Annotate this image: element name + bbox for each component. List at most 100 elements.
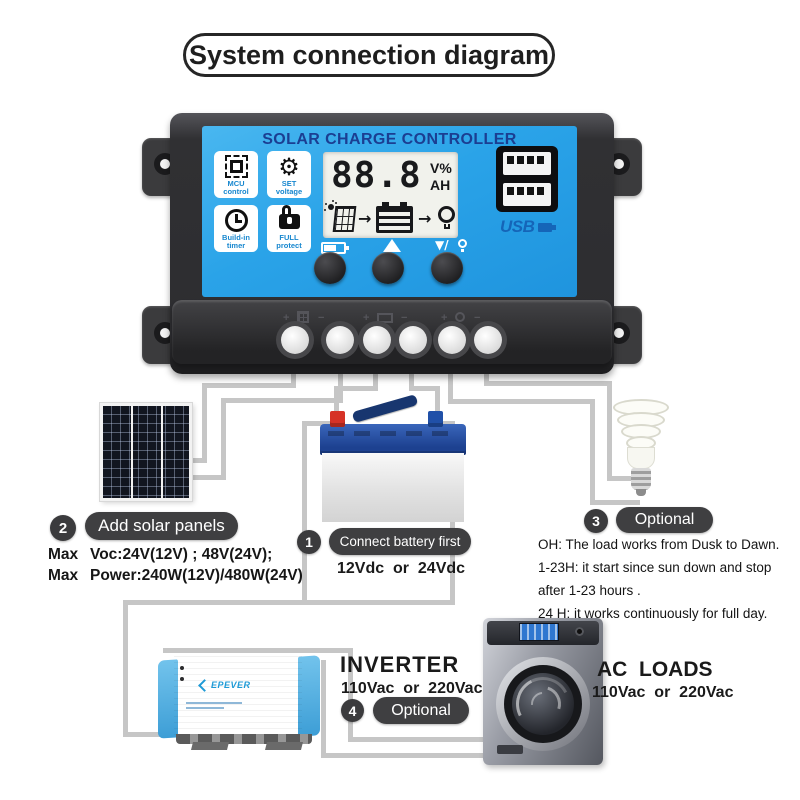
wire-segment [334, 386, 378, 391]
battery-select-button[interactable] [314, 252, 346, 284]
page-title: System connection diagram [183, 33, 555, 77]
wire-segment [590, 399, 595, 505]
down-load-button[interactable] [431, 252, 463, 284]
optional-load-label: Optional [616, 507, 713, 533]
wire-segment [186, 475, 226, 480]
wire-segment [163, 648, 353, 653]
up-button[interactable] [372, 252, 404, 284]
wire-segment [302, 421, 338, 426]
plus-sign: + [283, 312, 290, 324]
battery-negative-post [428, 411, 443, 427]
step-number-badge: 4 [341, 699, 364, 722]
battery-positive-post [330, 411, 345, 427]
wire-segment [607, 476, 639, 481]
ac-loads-title: AC LOADS [597, 658, 713, 681]
wire-segment [321, 753, 488, 758]
wire-segment [409, 386, 440, 391]
wire-segment [302, 421, 307, 605]
battery [322, 453, 464, 522]
mcu-chip-icon [214, 153, 258, 180]
minus-sign: − [318, 312, 325, 324]
usb-logo: USB [500, 217, 535, 236]
controller-title: SOLAR CHARGE CONTROLLER [262, 131, 517, 148]
inverter-led [180, 677, 184, 681]
ac-loads-voltage-spec: 110Vac or 220Vac [592, 684, 734, 701]
cfl-bulb-screw-cap [631, 468, 651, 490]
terminal-battery-plus[interactable] [363, 326, 391, 354]
washer-drawer [497, 745, 523, 754]
terminal-battery-minus[interactable] [399, 326, 427, 354]
wire-segment [202, 383, 207, 463]
wire-segment [123, 732, 177, 737]
step-number-badge: 1 [297, 530, 321, 554]
battery-icon [376, 202, 413, 233]
terminal-solar-plus[interactable] [281, 326, 309, 354]
wire-segment [448, 399, 595, 404]
solar-panel [100, 403, 192, 501]
feature-label: MCU [227, 179, 245, 188]
feature-mcu-control: MCU control [214, 151, 258, 198]
wire-segment [437, 421, 455, 426]
solar-panel-icon [297, 311, 309, 323]
minus-sign: − [401, 312, 408, 324]
wire-segment [186, 458, 207, 463]
add-solar-panels-label: Add solar panels [85, 512, 238, 540]
feature-label: FULL [279, 233, 299, 242]
step-number-badge: 2 [50, 515, 76, 541]
battery-handle [351, 394, 419, 423]
wire-segment [202, 383, 296, 388]
load-desc-line: 24 H: it works continuously for full day… [538, 606, 768, 621]
wire-segment [348, 737, 488, 742]
solar-panel-icon [332, 206, 357, 232]
inverter-brand-logo: EPEVER [198, 678, 251, 692]
wire-segment [334, 386, 339, 420]
lock-icon [267, 203, 311, 230]
usb-port[interactable] [503, 152, 551, 175]
cfl-bulb-neck [627, 447, 655, 469]
inverter-label-line [186, 702, 242, 704]
wire-segment [123, 600, 455, 605]
inverter-title: INVERTER [340, 652, 460, 677]
lcd-unit-amp-hours: AH [430, 177, 451, 193]
chevron-left-icon [198, 678, 211, 692]
terminal-block [172, 300, 612, 364]
wire-segment [484, 381, 612, 386]
feature-built-in-timer: Build-in timer [214, 205, 258, 252]
wire-segment [221, 398, 343, 403]
down-arrow-icon: ▼/ [435, 238, 449, 252]
clock-icon [214, 207, 258, 234]
inverter-led [180, 666, 184, 670]
up-arrow-icon [383, 239, 401, 252]
cfl-bulb-tip [636, 489, 646, 496]
load-desc-line: after 1-23 hours . [538, 583, 641, 598]
wire-segment [123, 600, 128, 737]
usb-plug-icon [538, 223, 556, 232]
feature-label: SET [281, 179, 297, 188]
terminal-load-plus[interactable] [438, 326, 466, 354]
washer-door-glass [512, 673, 574, 735]
washer-display [519, 623, 559, 641]
inverter-label-line [186, 707, 224, 709]
inverter-device [174, 656, 302, 738]
wire-segment [348, 648, 353, 742]
minus-sign: − [474, 312, 481, 324]
load-desc-line: OH: The load works from Dusk to Dawn. [538, 537, 780, 552]
gear-icon: ⚙ [278, 152, 300, 181]
terminal-solar-minus[interactable] [326, 326, 354, 354]
battery-icon [377, 313, 393, 323]
inverter-foot [191, 742, 229, 750]
arrow-right-icon: → [418, 209, 432, 228]
wire-segment [607, 381, 612, 481]
step-number-badge: 3 [584, 509, 608, 533]
usb-port[interactable] [503, 183, 551, 206]
inverter-voltage-spec: 110Vac or 220Vac [341, 680, 483, 697]
feature-full-protect: FULL protect [267, 203, 311, 252]
inverter-foot [265, 742, 303, 750]
wire-segment [435, 386, 440, 420]
terminal-load-minus[interactable] [474, 326, 502, 354]
battery-top-case [320, 424, 466, 455]
